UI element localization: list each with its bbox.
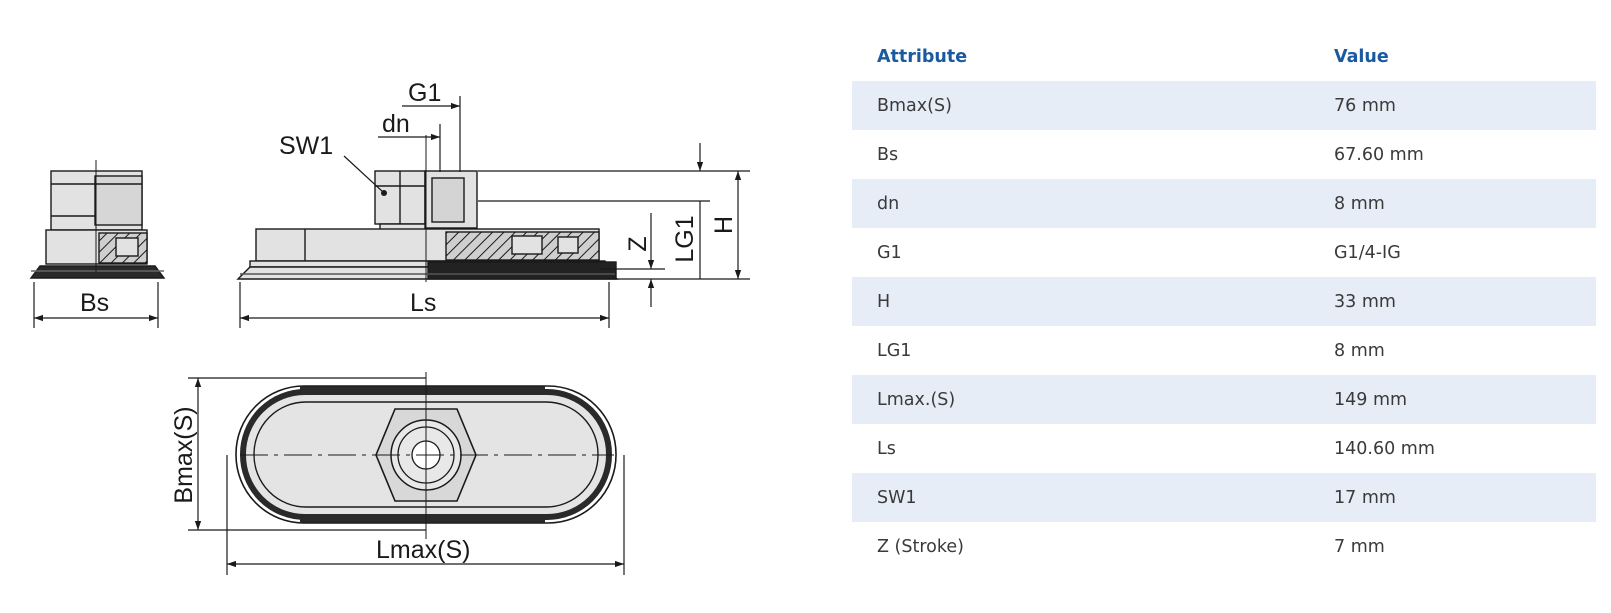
table-row: LG1 8 mm bbox=[852, 326, 1596, 375]
h-label: H bbox=[710, 216, 738, 234]
g1-dimension bbox=[378, 96, 461, 172]
value-cell: 8 mm bbox=[1309, 326, 1596, 375]
top-view bbox=[235, 372, 617, 539]
table-row: G1 G1/4-IG bbox=[852, 228, 1596, 277]
dn-label: dn bbox=[382, 110, 410, 138]
value-cell: 76 mm bbox=[1309, 81, 1596, 130]
table-row: Ls 140.60 mm bbox=[852, 424, 1596, 473]
g1-label: G1 bbox=[408, 79, 441, 107]
height-dimensions bbox=[478, 143, 750, 307]
table-row: Bs 67.60 mm bbox=[852, 130, 1596, 179]
value-cell: 33 mm bbox=[1309, 277, 1596, 326]
bs-dimension bbox=[33, 282, 159, 328]
attribute-cell: Bs bbox=[852, 130, 1309, 179]
attribute-cell: Bmax(S) bbox=[852, 81, 1309, 130]
table-row: dn 8 mm bbox=[852, 179, 1596, 228]
attribute-cell: Z (Stroke) bbox=[852, 522, 1309, 571]
lmax-label: Lmax(S) bbox=[376, 536, 470, 564]
ls-dimension bbox=[239, 282, 610, 328]
bs-label: Bs bbox=[80, 289, 109, 317]
sw1-label: SW1 bbox=[279, 132, 333, 160]
side-view bbox=[29, 160, 166, 279]
attribute-cell: SW1 bbox=[852, 473, 1309, 522]
value-cell: 149 mm bbox=[1309, 375, 1596, 424]
table-row: Bmax(S) 76 mm bbox=[852, 81, 1596, 130]
attribute-table-panel: Attribute Value Bmax(S) 76 mm Bs 67.60 m… bbox=[852, 32, 1596, 571]
table-row: Z (Stroke) 7 mm bbox=[852, 522, 1596, 571]
lg1-label: LG1 bbox=[671, 215, 699, 262]
sw1-leader bbox=[343, 155, 384, 193]
attribute-table: Attribute Value Bmax(S) 76 mm Bs 67.60 m… bbox=[852, 32, 1596, 571]
value-cell: G1/4-IG bbox=[1309, 228, 1596, 277]
attribute-cell: Lmax.(S) bbox=[852, 375, 1309, 424]
front-view bbox=[236, 170, 619, 280]
attribute-column-header: Attribute bbox=[877, 46, 968, 67]
bmax-label: Bmax(S) bbox=[170, 406, 198, 503]
value-cell: 8 mm bbox=[1309, 179, 1596, 228]
value-cell: 7 mm bbox=[1309, 522, 1596, 571]
lmax-dimension bbox=[226, 455, 625, 575]
attribute-cell: H bbox=[852, 277, 1309, 326]
value-cell: 67.60 mm bbox=[1309, 130, 1596, 179]
attribute-cell: Ls bbox=[852, 424, 1309, 473]
ls-label: Ls bbox=[410, 289, 436, 317]
value-column-header: Value bbox=[1334, 46, 1389, 67]
table-row: Lmax.(S) 149 mm bbox=[852, 375, 1596, 424]
z-label: Z bbox=[624, 236, 652, 251]
bmax-dimension bbox=[188, 377, 426, 531]
technical-drawing-panel: Bs bbox=[29, 79, 750, 575]
value-cell: 140.60 mm bbox=[1309, 424, 1596, 473]
attribute-cell: dn bbox=[852, 179, 1309, 228]
technical-drawing: Bs bbox=[29, 79, 750, 575]
table-row: SW1 17 mm bbox=[852, 473, 1596, 522]
attribute-cell: LG1 bbox=[852, 326, 1309, 375]
sw1-leader-dot bbox=[381, 190, 387, 196]
value-cell: 17 mm bbox=[1309, 473, 1596, 522]
attribute-cell: G1 bbox=[852, 228, 1309, 277]
table-header-row: Attribute Value bbox=[852, 32, 1596, 81]
side-view-cup bbox=[29, 265, 166, 279]
table-row: H 33 mm bbox=[852, 277, 1596, 326]
